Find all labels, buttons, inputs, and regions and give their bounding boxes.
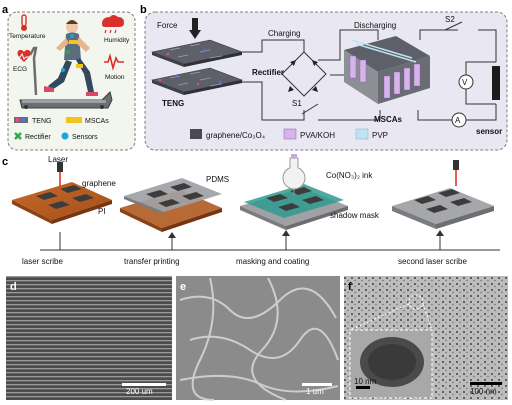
step-masking-coating: masking and coating [236,257,309,266]
scale-bar-d [122,383,166,386]
panel-e: e 1 um [176,276,340,401]
scale-label-d: 200 um [126,387,153,396]
panel-b: b Force TENG Charging Discharging [140,4,508,151]
panel-a: a [2,4,136,151]
scale-label-e: 1 um [306,387,324,396]
panel-d: d 200 um [6,276,172,400]
pi-label: PI [98,207,106,216]
s2-switch-label: S2 [445,15,455,24]
panel-f: f 10 nm 100 nm [344,276,508,400]
runner-figure [44,20,98,96]
temperature-label: Temperature [9,33,46,40]
pva-swatch [283,128,297,140]
pva-legend-label: PVA/KOH [300,131,335,140]
step-second-laser-scribe: second laser scribe [398,257,467,266]
ammeter-icon [451,112,467,128]
rectifier-bridge [281,51,327,97]
thermometer-icon [21,14,27,31]
rectifier-label: Rectifier [252,68,284,77]
rectifier-cross-icon [14,132,22,140]
ammeter-letter: A [455,116,461,125]
graphene-label: graphene [82,179,116,188]
teng-legend-swatch [14,117,28,123]
charging-label: Charging [268,29,300,38]
panel-c: c Laser graphene PI [2,154,500,266]
voltmeter-letter: V [462,78,468,87]
teng-label: TENG [162,99,184,108]
step3-device [240,154,348,230]
sensor-label: sensor [476,127,502,136]
ink-label: Co(NO₃)₂ ink [326,171,373,180]
treadmill-illustration [19,46,113,109]
step2-device [120,178,222,232]
graphene-swatch [190,129,202,139]
scale-label-inset: 10 nm [354,377,377,386]
panel-a-frame [7,11,136,151]
graphene-legend-label: graphene/Co₃O₄ [206,131,265,140]
panel-c-letter: c [2,156,8,168]
mscas-label: MSCAs [374,115,403,124]
panel-d-letter: d [10,281,17,293]
rectifier-legend-label: Rectifier [25,134,51,141]
sensors-legend-label: Sensors [72,134,98,141]
motion-label: Motion [105,74,125,81]
motion-wave-icon [104,53,124,72]
s1-switch-label: S1 [292,99,302,108]
msca-device [344,36,430,104]
humidity-cloud-icon [102,15,124,34]
step-transfer-printing: transfer printing [124,257,180,266]
panel-b-frame [144,11,508,151]
sem-image-d [6,276,172,400]
humidity-label: Humidity [104,37,130,44]
pvp-swatch [355,128,369,140]
circuit-wires [242,21,497,121]
process-flow [40,230,500,251]
ecg-label: ECG [13,66,27,73]
sensor-block [492,66,500,100]
step-laser-scribe: laser scribe [22,257,63,266]
panel-a-legend: TENG MSCAs Rectifier Sensors [14,117,109,141]
scale-bar-e [302,383,332,386]
panel-f-letter: f [348,281,352,293]
panel-e-letter: e [180,281,186,293]
step4-device [392,160,494,229]
panel-b-legend: graphene/Co₃O₄ PVA/KOH PVP [190,128,388,140]
mscas-legend-label: MSCAs [85,118,109,125]
discharging-label: Discharging [354,21,396,30]
force-label: Force [157,21,178,30]
teng-device [150,39,244,95]
laser-label: Laser [48,155,68,164]
scale-label-f: 100 nm [470,387,497,396]
ecg-heart-icon [15,49,32,62]
panel-b-letter: b [140,4,147,16]
scale-bar-f [470,382,502,385]
mscas-legend-swatch [66,117,82,123]
step1-device [12,162,112,224]
pdms-label: PDMS [206,175,229,184]
sensor-dot-icon [61,132,69,140]
zoom-region-circle [408,294,424,310]
shadow-mask-label: shadow mask [330,211,380,220]
teng-legend-label: TENG [32,118,51,125]
panel-a-letter: a [2,4,9,16]
pvp-legend-label: PVP [372,131,388,140]
